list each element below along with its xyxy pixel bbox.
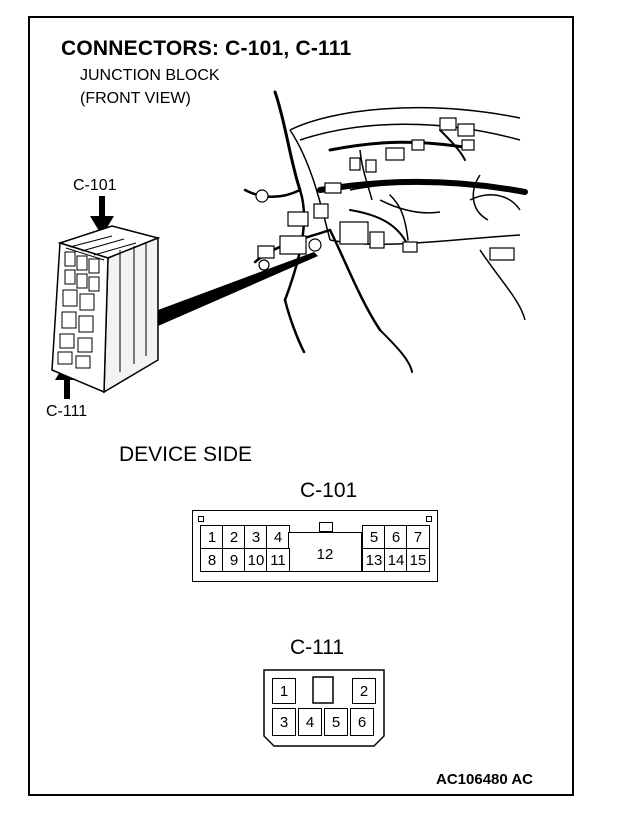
c101-arrow-icon bbox=[90, 196, 114, 236]
c101-pin-5: 5 bbox=[362, 525, 386, 549]
wiring-harness-icon bbox=[243, 90, 528, 373]
c111-title: C-111 bbox=[290, 636, 345, 659]
c111-arrow-label: C-111 bbox=[46, 403, 88, 420]
c101-right-tab bbox=[426, 516, 432, 522]
c101-arrow-label: C-101 bbox=[73, 177, 117, 194]
c101-pin-3: 3 bbox=[244, 525, 268, 549]
device-side-heading: DEVICE SIDE bbox=[119, 443, 253, 466]
c101-pin-13: 13 bbox=[362, 548, 386, 572]
c101-left-tab bbox=[198, 516, 204, 522]
c111-pin-2: 2 bbox=[352, 678, 376, 704]
c111-pin-6: 6 bbox=[350, 708, 374, 736]
c101-title: C-101 bbox=[300, 479, 358, 502]
c101-center-key bbox=[319, 522, 333, 532]
c111-pin-5: 5 bbox=[324, 708, 348, 736]
c101-pin-7: 7 bbox=[406, 525, 430, 549]
c111-pin-4: 4 bbox=[298, 708, 322, 736]
page-title: CONNECTORS: C-101, C-111 bbox=[61, 37, 352, 60]
diagram-frame bbox=[28, 16, 574, 796]
c101-pin-9: 9 bbox=[222, 548, 246, 572]
c101-connector: 1 2 3 4 12 5 6 7 8 9 10 11 13 14 15 bbox=[192, 510, 438, 582]
c101-pin-8: 8 bbox=[200, 548, 224, 572]
c101-pin-4: 4 bbox=[266, 525, 290, 549]
c101-pin-15: 15 bbox=[406, 548, 430, 572]
c101-pin-11: 11 bbox=[266, 548, 290, 572]
c101-pin-10: 10 bbox=[244, 548, 268, 572]
subtitle-junction-block: JUNCTION BLOCK bbox=[80, 67, 220, 84]
c101-pin-12: 12 bbox=[288, 532, 362, 572]
c101-pin-1: 1 bbox=[200, 525, 224, 549]
c101-pin-6: 6 bbox=[384, 525, 408, 549]
junction-block-icon bbox=[51, 225, 161, 394]
harness-connectors-icon bbox=[255, 117, 515, 271]
c111-pin-1: 1 bbox=[272, 678, 296, 704]
c101-pin-14: 14 bbox=[384, 548, 408, 572]
c111-pin-3: 3 bbox=[272, 708, 296, 736]
figure-id: AC106480 AC bbox=[436, 771, 533, 788]
c101-pin-2: 2 bbox=[222, 525, 246, 549]
subtitle-front-view: (FRONT VIEW) bbox=[80, 90, 191, 107]
pointer-wedge bbox=[158, 252, 318, 326]
